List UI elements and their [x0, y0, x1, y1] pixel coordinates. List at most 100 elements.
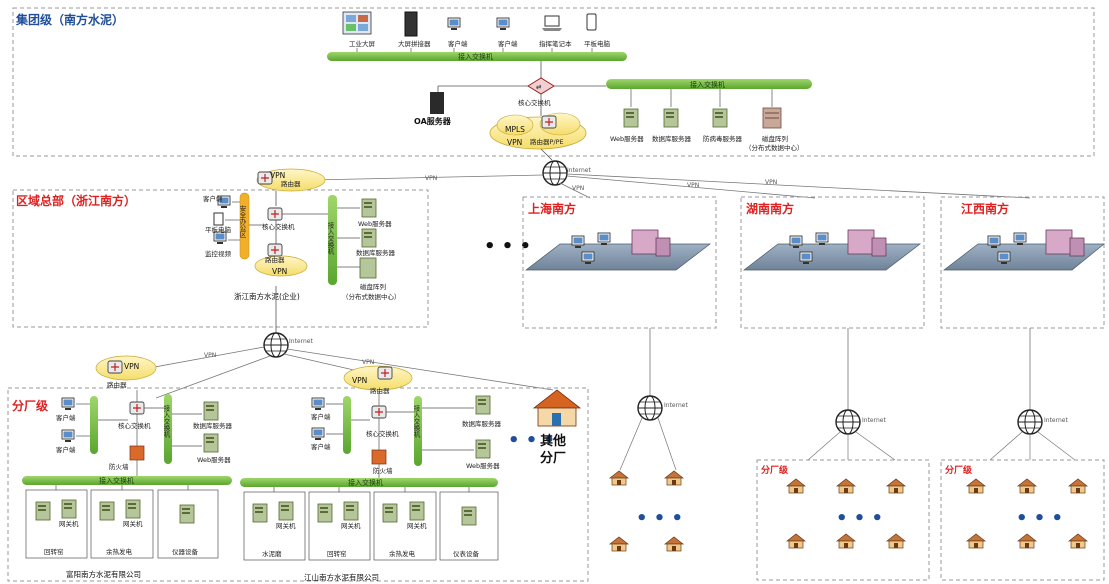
region-client-label: 平板电脑 — [205, 225, 232, 234]
factory-switch-bar — [343, 396, 351, 454]
oa-server-label: OA服务器 — [414, 116, 452, 126]
factory-access-switch — [164, 394, 172, 464]
group-device-label: 客户端 — [448, 39, 468, 48]
oa-server-icon — [430, 92, 444, 114]
firewall-icon — [129, 445, 145, 461]
server-label: 数据库服务器 — [652, 134, 692, 143]
factory-client-label: 客户端 — [56, 413, 76, 422]
internet-globe-icon — [1017, 409, 1043, 435]
tablet-icon — [586, 13, 597, 31]
web-server-icon — [623, 108, 639, 128]
group-core-switch-label: 核心交换机 — [518, 98, 551, 107]
group-access-switch-right-label: 接入交换机 — [690, 80, 725, 89]
factory-client-label: 客户端 — [56, 445, 76, 454]
security-zone-label: 安全办公区 — [238, 204, 246, 238]
firewall-label: 防火墙 — [109, 462, 129, 471]
core-switch-icon — [267, 207, 283, 221]
factory-house-icon — [966, 533, 986, 549]
region-company-label: 浙江南方水泥(企业) — [234, 291, 300, 301]
factory-house-icon — [609, 470, 629, 486]
unit-box: 网关机 余热发电 — [373, 491, 437, 561]
factory-client-label: 客户端 — [311, 412, 331, 421]
group-zone — [12, 7, 1095, 157]
factory-house-icon — [1068, 533, 1088, 549]
internet-label: Internet — [862, 417, 886, 424]
region-client-label: 客户端 — [203, 194, 223, 203]
unit-label: 水泥磨 — [262, 549, 282, 558]
internet-globe-icon — [637, 395, 663, 421]
region-disk-array-label: 磁盘阵列 — [360, 282, 386, 291]
unit-label: 回转窑 — [327, 549, 347, 558]
factory-house-icon — [836, 478, 856, 494]
group-device-label: 指挥笔记本 — [539, 39, 572, 48]
unit-label: 仪表设备 — [453, 549, 480, 558]
router-icon — [377, 366, 393, 380]
unit-box: 网关机 余热发电 — [90, 489, 154, 559]
laptop-icon — [542, 15, 562, 31]
server-label: Web服务器 — [610, 134, 644, 143]
group-access-switch-right — [606, 79, 812, 89]
firewall-label: 防火墙 — [373, 466, 393, 475]
client-pc-icon — [61, 429, 75, 443]
vpn-link-label: VPN — [687, 182, 699, 189]
region-client-label: 监控视频 — [205, 249, 232, 258]
group-device-label: 客户端 — [498, 39, 518, 48]
splicer-icon — [404, 11, 418, 37]
factory-switch-bar — [90, 396, 98, 454]
server-label: 防病毒服务器 — [703, 134, 743, 143]
factory-web-label: Web服务器 — [466, 461, 500, 470]
factory-router-label: 路由器 — [370, 386, 390, 395]
factory-house-icon — [1017, 478, 1037, 494]
factory-db-label: 数据库服务器 — [193, 421, 233, 430]
factory-router-label: 路由器 — [107, 380, 127, 389]
disk-array-label: 磁盘阵列 — [762, 134, 788, 143]
display-wall-icon — [342, 11, 372, 35]
factory-bottom-switch-label: 接入交换机 — [99, 476, 134, 485]
branch-title: 分厂级 — [761, 464, 789, 476]
mpls-label: MPLS — [505, 125, 525, 134]
group-device-label: 工业大屏 — [349, 39, 376, 48]
ellipsis: • • • — [636, 508, 683, 529]
vpn-label: VPN — [507, 138, 522, 147]
factory-zone — [7, 387, 589, 582]
web-server-icon — [203, 433, 219, 453]
unit-box: 仪表设备 — [439, 491, 499, 561]
database-server-icon — [203, 401, 219, 421]
branch-zone — [756, 459, 930, 581]
region-server-label: 数据库服务器 — [356, 248, 396, 257]
region-title: 区域总部（浙江南方） — [16, 193, 136, 208]
region-vpn2-label: VPN — [272, 267, 287, 276]
factory-house-icon — [786, 478, 806, 494]
client-pc-icon — [311, 427, 325, 441]
pe-router-icon — [541, 115, 557, 129]
factory-vpn-label: VPN — [352, 376, 367, 385]
factory-access-switch-label: 接入交换机 — [412, 404, 420, 439]
unit-device-label: 网关机 — [407, 521, 427, 530]
unit-box: 仪器设备 — [157, 489, 219, 559]
factory-house-icon — [609, 536, 629, 552]
firewall-icon — [371, 449, 387, 465]
group-access-switch — [327, 52, 627, 61]
unit-label: 余热发电 — [106, 547, 133, 556]
vpn-link-label: VPN — [362, 359, 374, 366]
factory-house-icon — [1068, 478, 1088, 494]
branch-zone — [940, 459, 1105, 581]
disk-array-sub-label: （分布式数据中心） — [745, 143, 804, 152]
group-access-switch-label: 接入交换机 — [458, 52, 493, 61]
antivirus-server-icon — [712, 108, 728, 128]
factory-house-icon — [664, 536, 684, 552]
region-core-switch-label: 核心交换机 — [262, 222, 295, 231]
site-title: 江西南方 — [961, 201, 1009, 216]
factory-house-icon — [886, 478, 906, 494]
factory-core-switch-label: 核心交换机 — [118, 421, 151, 430]
client-pc-icon — [496, 17, 510, 31]
database-server-icon — [663, 108, 679, 128]
factory-core-switch-label: 核心交换机 — [366, 429, 399, 438]
other-factory-label-1: 其他 — [540, 433, 566, 449]
internet-globe-icon — [263, 332, 289, 358]
pe-router-label: 路由器P/PE — [530, 137, 564, 146]
factory-company-left: 富阳南方水泥有限公司 — [66, 569, 141, 579]
client-pc-icon — [61, 397, 75, 411]
factory-db-label: 数据库服务器 — [462, 419, 502, 428]
